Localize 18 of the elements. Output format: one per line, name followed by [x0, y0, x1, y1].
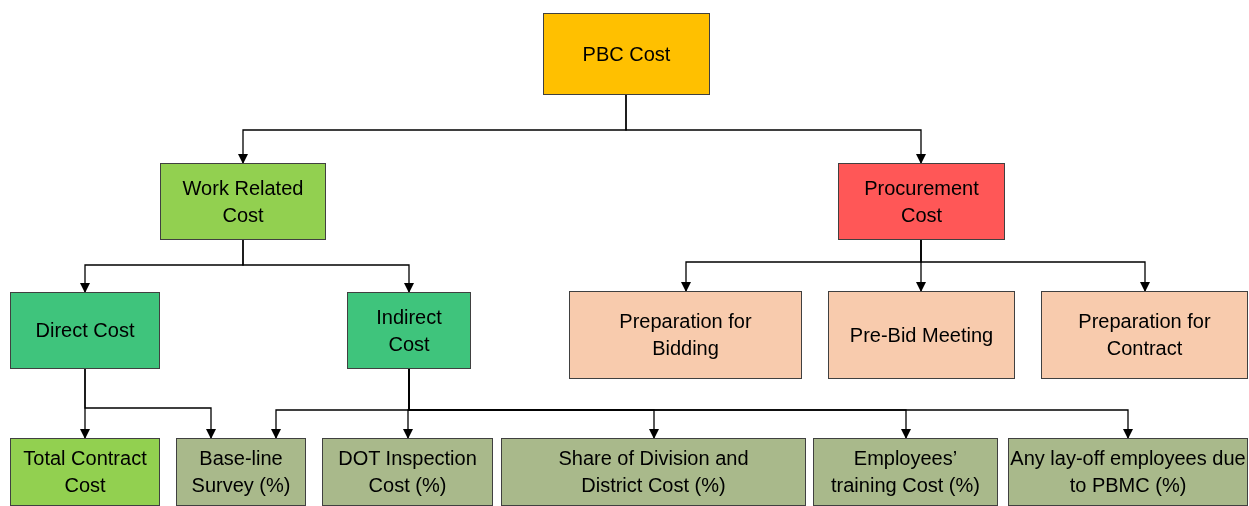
cost-box: Total Contract Cost	[10, 438, 160, 506]
cost-box: Any lay-off employees due to PBMC (%)	[1008, 438, 1248, 506]
cost-box: Indirect Cost	[347, 292, 471, 369]
cost-box: Preparation for Bidding	[569, 291, 802, 379]
cost-box: Procurement Cost	[838, 163, 1005, 240]
cost-box: Pre-Bid Meeting	[828, 291, 1015, 379]
arrow	[625, 94, 926, 164]
cost-box: PBC Cost	[543, 13, 710, 95]
cost-box: Direct Cost	[10, 292, 160, 369]
cost-box: DOT Inspection Cost (%)	[322, 438, 493, 506]
cost-box: Base-line Survey (%)	[176, 438, 306, 506]
arrow	[84, 368, 216, 439]
cost-box: Employees’ training Cost (%)	[813, 438, 998, 506]
cost-box: Work Related Cost	[160, 163, 326, 240]
arrow	[920, 239, 1150, 292]
cost-box: Share of Division and District Cost (%)	[501, 438, 806, 506]
arrow	[242, 239, 414, 293]
cost-box: Preparation for Contract	[1041, 291, 1248, 379]
